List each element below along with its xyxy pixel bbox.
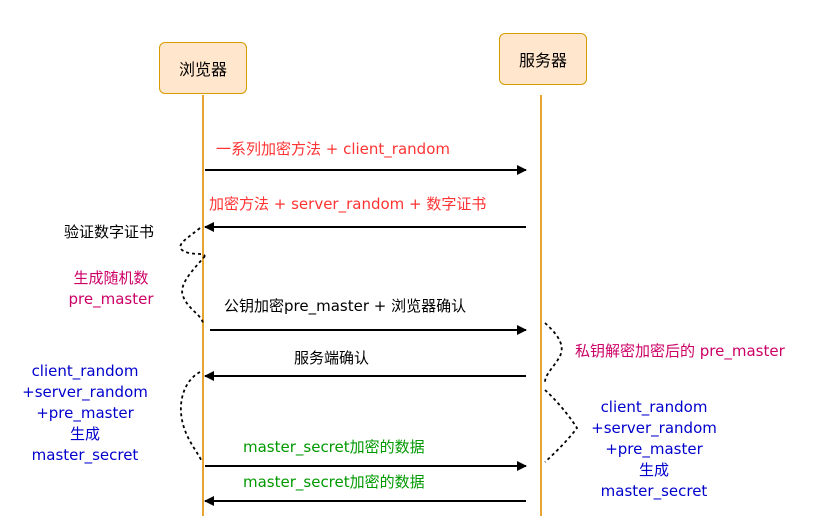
message-label-1: 一系列加密方法 + client_random bbox=[216, 140, 450, 158]
server-decrypt-dashed-curve bbox=[544, 322, 563, 383]
client-gen-line: +pre_master bbox=[36, 404, 134, 422]
server-gen-line: +server_random bbox=[591, 419, 717, 437]
client-gen-line: master_secret bbox=[31, 446, 139, 464]
message-label-4: 服务端确认 bbox=[294, 349, 370, 367]
server-gen-note: client_random +server_random +pre_master… bbox=[577, 397, 731, 502]
client-gen-line: +server_random bbox=[22, 383, 148, 401]
server-gen-line: +pre_master bbox=[605, 440, 703, 458]
gen-random-line: pre_master bbox=[68, 290, 154, 308]
gen-random-dashed-curve bbox=[181, 255, 206, 326]
server-actor-label: 服务器 bbox=[518, 51, 567, 70]
client-gen-line: 生成 bbox=[69, 425, 100, 443]
server-gen-line: master_secret bbox=[600, 482, 708, 500]
server-gen-line: client_random bbox=[600, 398, 708, 416]
gen-random-line: 生成随机数 bbox=[73, 269, 149, 287]
message-label-2: 加密方法 + server_random + 数字证书 bbox=[209, 195, 487, 213]
gen-random-note: 生成随机数 pre_master bbox=[56, 268, 166, 310]
server-actor: 服务器 bbox=[499, 33, 587, 85]
verify-cert-dashed-curve bbox=[179, 227, 206, 257]
client-gen-line: client_random bbox=[31, 362, 139, 380]
message-label-3: 公钥加密pre_master + 浏览器确认 bbox=[224, 297, 467, 315]
browser-actor-label: 浏览器 bbox=[178, 60, 227, 79]
server-gen-dashed-curve bbox=[544, 389, 579, 463]
client-gen-note: client_random +server_random +pre_master… bbox=[10, 361, 160, 466]
verify-cert-note: 验证数字证书 bbox=[64, 223, 155, 241]
browser-actor: 浏览器 bbox=[159, 42, 247, 94]
server-gen-line: 生成 bbox=[638, 461, 669, 479]
message-label-6: master_secret加密的数据 bbox=[243, 473, 425, 491]
client-gen-dashed-curve bbox=[180, 371, 203, 463]
server-decrypt-note: 私钥解密加密后的 pre_master bbox=[575, 342, 785, 360]
message-label-5: master_secret加密的数据 bbox=[243, 438, 425, 456]
